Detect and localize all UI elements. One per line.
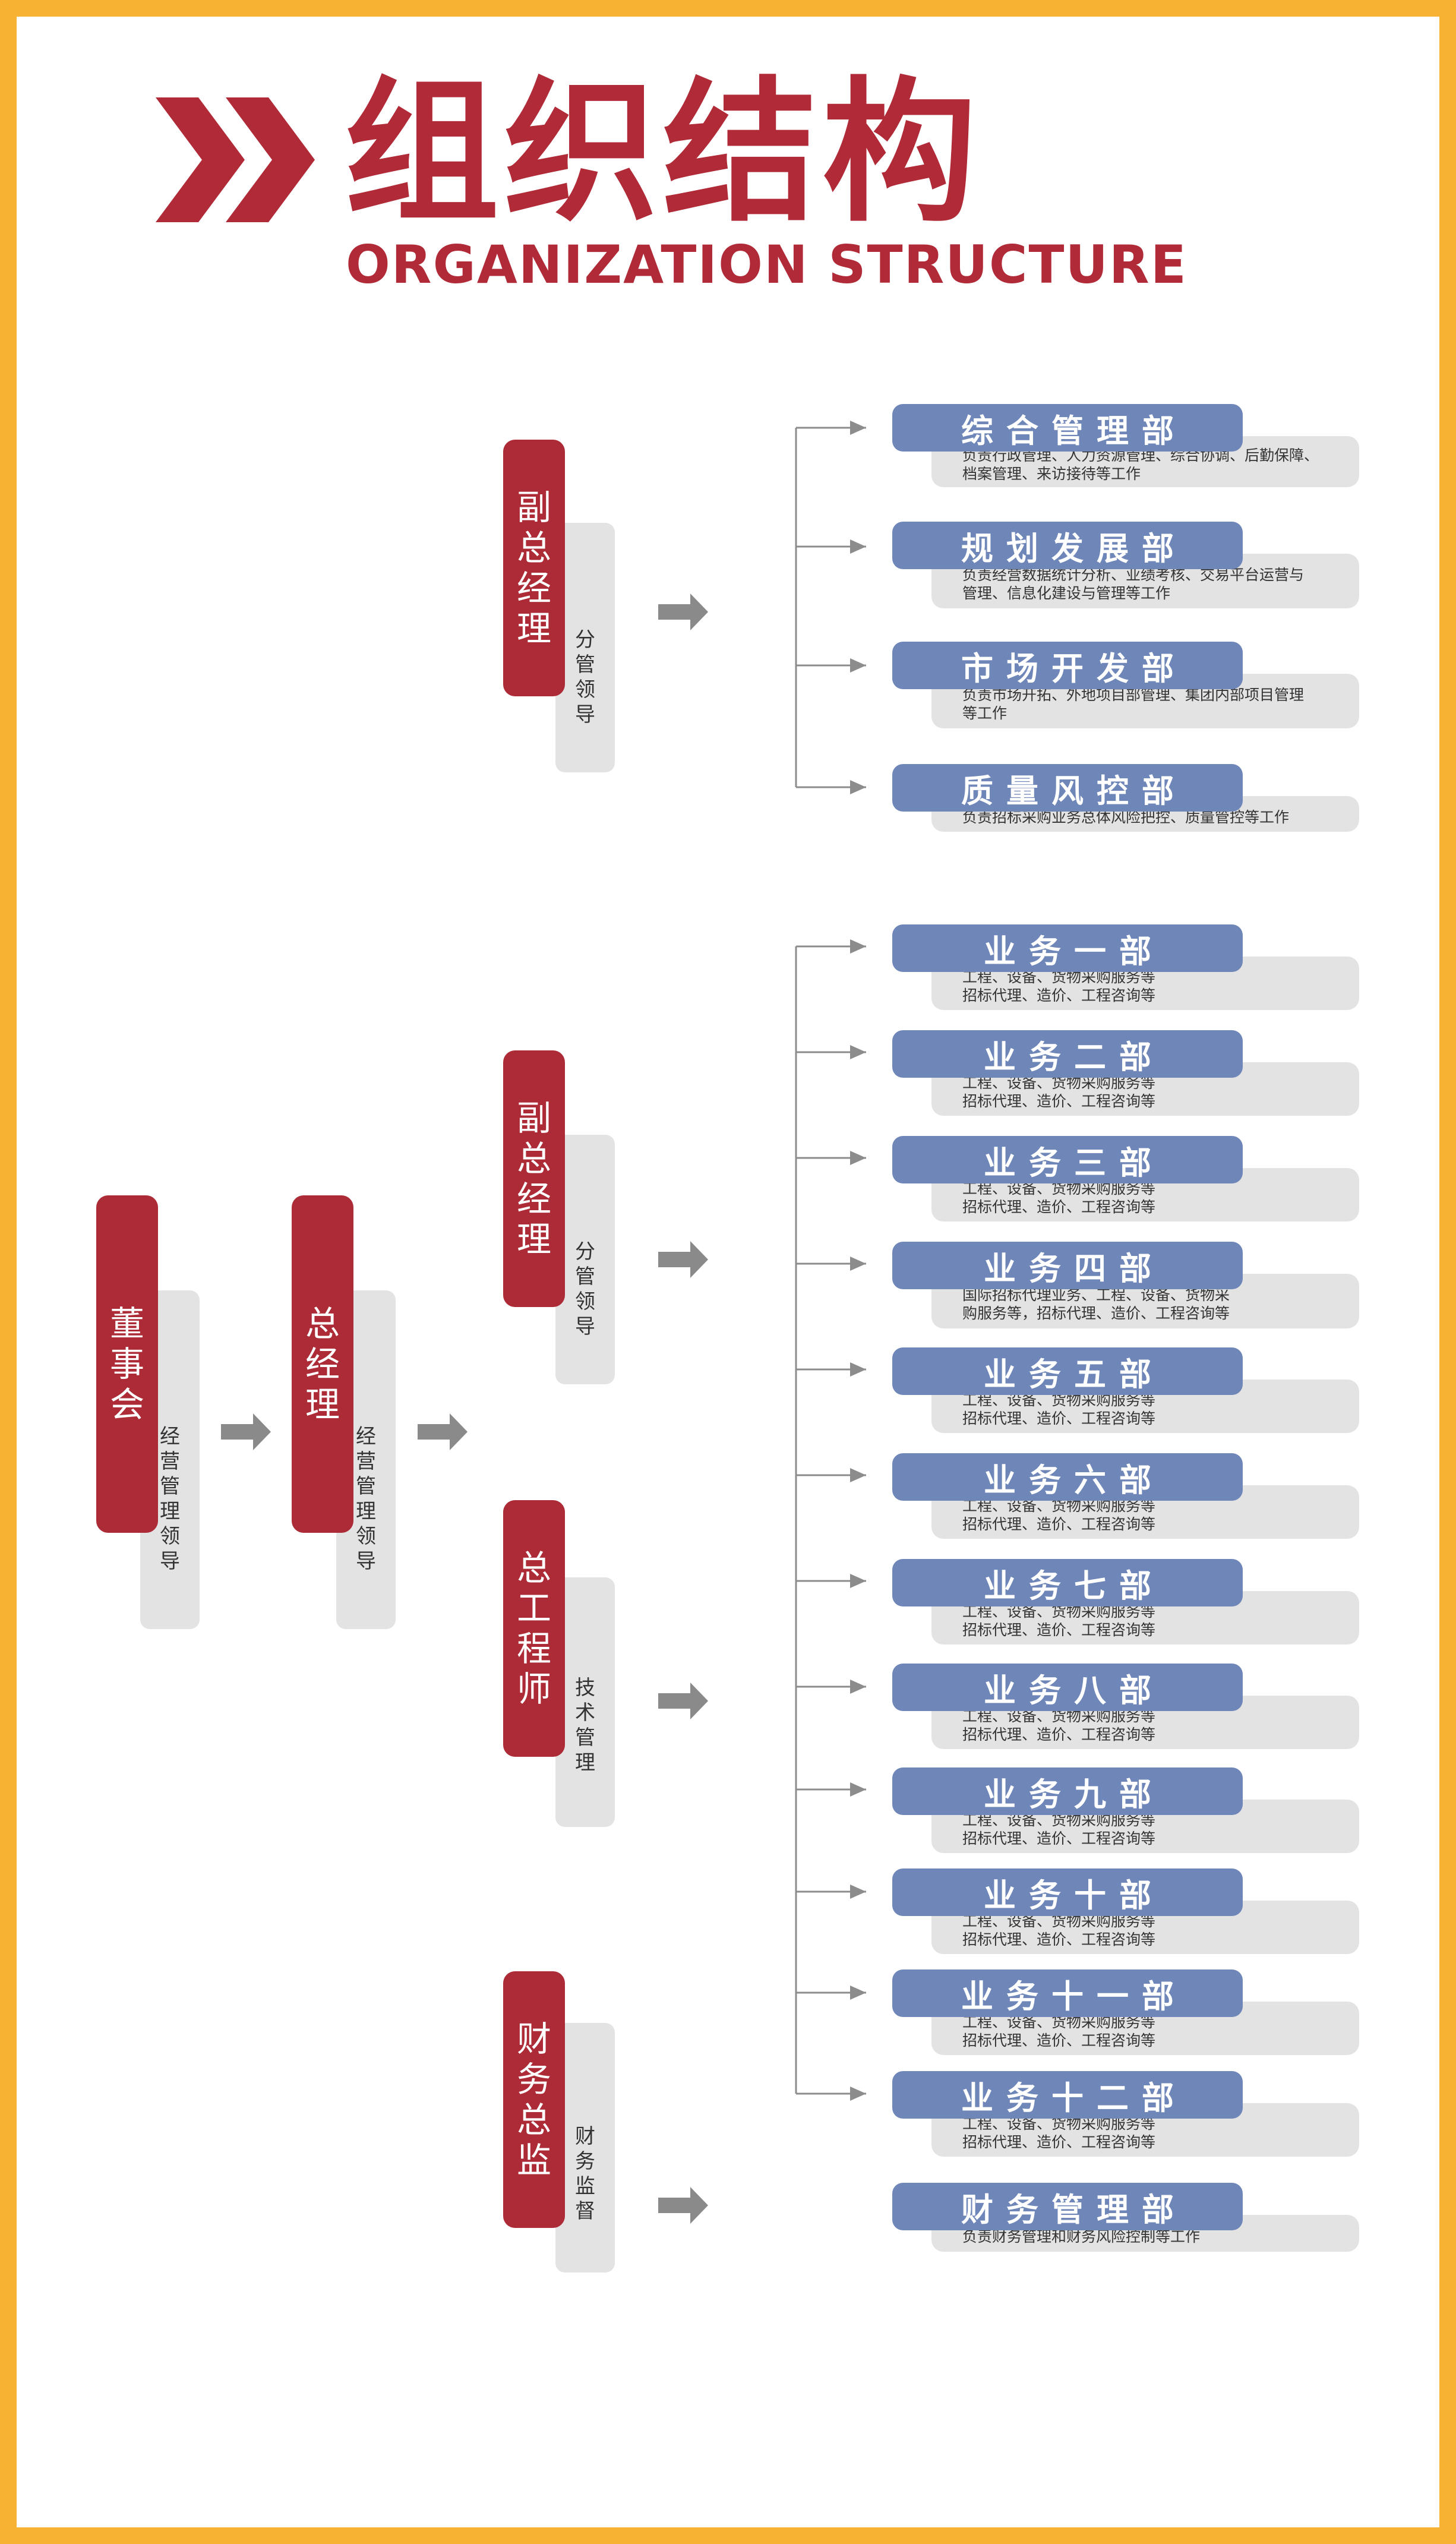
vgm1-name: 副总经理 — [517, 487, 552, 649]
dept-name: 业务四部 — [984, 1249, 1164, 1287]
dept-desc-line: 招标代理、造价、工程咨询等 — [962, 1198, 1156, 1216]
dept-desc: 工程、设备、货物采购服务等招标代理、造价、工程咨询等 — [962, 1179, 1155, 1216]
page-title: 组织结构 — [345, 64, 981, 243]
vgm1-duty-box: 分管领导 — [555, 523, 615, 772]
dept-desc-line: 等工作 — [962, 705, 1007, 722]
dept-desc: 工程、设备、货物采购服务等招标代理、造价、工程咨询等 — [962, 1602, 1155, 1639]
dept-desc-line: 招标代理、造价、工程咨询等 — [962, 2032, 1156, 2049]
dept-desc-line: 招标代理、造价、工程咨询等 — [962, 1931, 1156, 1948]
dept-name: 规划发展部 — [961, 529, 1187, 567]
chief-engineer-box: 总工程师 — [503, 1500, 565, 1757]
dept-name: 业务六部 — [984, 1461, 1164, 1499]
dept-name-box: 业务七部 — [892, 1559, 1243, 1606]
vgm2-box: 副总经理 — [503, 1050, 565, 1307]
dept-desc-line: 购服务等，招标代理、造价、工程咨询等 — [962, 1305, 1230, 1322]
dept-desc-box: 负责行政管理、人力资源管理、综合协调、后勤保障、档案管理、来访接待等工作 — [931, 436, 1359, 487]
board-name: 董事会 — [110, 1303, 145, 1425]
dept-name: 业务五部 — [984, 1355, 1164, 1393]
dept-name-box: 业务八部 — [892, 1664, 1243, 1711]
dept-name-box: 业务五部 — [892, 1347, 1243, 1395]
dept-name: 业务九部 — [984, 1775, 1164, 1813]
dept-name: 业务十部 — [984, 1876, 1164, 1914]
dept-desc-line: 招标代理、造价、工程咨询等 — [962, 1621, 1156, 1639]
dept-name: 业务七部 — [984, 1567, 1164, 1605]
dept-name: 市场开发部 — [961, 649, 1187, 687]
dept-desc-line: 招标代理、造价、工程咨询等 — [962, 2133, 1156, 2151]
dept-desc-line: 招标代理、造价、工程咨询等 — [962, 1410, 1156, 1427]
dept-desc: 工程、设备、货物采购服务等招标代理、造价、工程咨询等 — [962, 1912, 1155, 1949]
dept-desc: 工程、设备、货物采购服务等招标代理、造价、工程咨询等 — [962, 1811, 1155, 1848]
dept-desc-line: 管理、信息化建设与管理等工作 — [962, 585, 1171, 602]
dept-name-box: 业务二部 — [892, 1030, 1243, 1078]
dept-name: 业务一部 — [984, 932, 1164, 970]
vgm1-box: 副总经理 — [503, 440, 565, 696]
vgm2-name: 副总经理 — [517, 1098, 552, 1260]
gm-name: 总经理 — [305, 1303, 340, 1425]
dept-name: 业务十二部 — [961, 2079, 1187, 2117]
dept-name: 业务二部 — [984, 1038, 1164, 1076]
dept-name-box: 业务三部 — [892, 1136, 1243, 1183]
cfo-duty: 财务监督 — [575, 2125, 595, 2223]
dept-desc: 负责经营数据统计分析、业绩考核、交易平台运营与管理、信息化建设与管理等工作 — [962, 566, 1304, 602]
vgm1-duty: 分管领导 — [575, 628, 595, 727]
dept-name-box: 市场开发部 — [892, 642, 1243, 689]
gm-box: 总经理 — [292, 1195, 353, 1533]
chief-engineer-duty-box: 技术管理 — [555, 1577, 615, 1827]
chief-engineer-name: 总工程师 — [517, 1548, 552, 1709]
cfo-box: 财务总监 — [503, 1971, 565, 2228]
dept-desc-line: 招标代理、造价、工程咨询等 — [962, 1516, 1156, 1533]
dept-desc-line: 招标代理、造价、工程咨询等 — [962, 1830, 1156, 1847]
dept-name-box: 业务四部 — [892, 1242, 1243, 1289]
cfo-name: 财务总监 — [517, 2019, 552, 2180]
dept-name: 业务十一部 — [961, 1977, 1187, 2015]
dept-desc-line: 档案管理、来访接待等工作 — [962, 465, 1141, 482]
gm-duty: 经营管理领导 — [356, 1425, 376, 1573]
dept-name-box: 业务六部 — [892, 1453, 1243, 1501]
dept-name-box: 规划发展部 — [892, 522, 1243, 569]
vgm2-duty: 分管领导 — [575, 1240, 595, 1339]
dept-desc-box: 工程、设备、货物采购服务等招标代理、造价、工程咨询等 — [931, 1696, 1359, 1749]
dept-desc: 工程、设备、货物采购服务等招标代理、造价、工程咨询等 — [962, 2114, 1155, 2151]
dept-name-box: 综合管理部 — [892, 404, 1243, 452]
dept-name-box: 业务十部 — [892, 1868, 1243, 1916]
dept-desc: 负责市场开拓、外地项目部管理、集团内部项目管理等工作 — [962, 686, 1304, 722]
dept-desc-line: 招标代理、造价、工程咨询等 — [962, 987, 1156, 1004]
dept-desc-line: 招标代理、造价、工程咨询等 — [962, 1726, 1156, 1743]
dept-name-box: 质量风控部 — [892, 764, 1243, 812]
dept-desc: 工程、设备、货物采购服务等招标代理、造价、工程咨询等 — [962, 1391, 1155, 1428]
dept-name-box: 业务十一部 — [892, 1969, 1243, 2017]
page-subtitle: ORGANIZATION STRUCTURE — [346, 234, 1187, 295]
dept-desc: 工程、设备、货物采购服务等招标代理、造价、工程咨询等 — [962, 968, 1155, 1005]
board-duty: 经营管理领导 — [160, 1425, 180, 1573]
dept-name: 财务管理部 — [961, 2191, 1187, 2229]
chief-engineer-duty: 技术管理 — [575, 1676, 595, 1775]
dept-name-box: 业务十二部 — [892, 2071, 1243, 2119]
dept-desc: 工程、设备、货物采购服务等招标代理、造价、工程咨询等 — [962, 2013, 1155, 2050]
dept-desc-line: 负责财务管理和财务风险控制等工作 — [962, 2227, 1201, 2245]
dept-name-box: 业务一部 — [892, 924, 1243, 972]
double-chevron-icon — [156, 97, 315, 222]
dept-desc-box: 负责财务管理和财务风险控制等工作 — [931, 2215, 1359, 2252]
dept-desc-line: 招标代理、造价、工程咨询等 — [962, 1093, 1156, 1110]
dept-name-box: 业务九部 — [892, 1767, 1243, 1815]
dept-desc: 国际招标代理业务、工程、设备、货物采购服务等，招标代理、造价、工程咨询等 — [962, 1286, 1230, 1322]
vgm2-duty-box: 分管领导 — [555, 1135, 615, 1384]
board-box: 董事会 — [96, 1195, 158, 1533]
dept-desc: 工程、设备、货物采购服务等招标代理、造价、工程咨询等 — [962, 1497, 1155, 1533]
dept-name: 质量风控部 — [961, 772, 1187, 810]
cfo-duty-box: 财务监督 — [555, 2023, 615, 2272]
dept-name: 业务八部 — [984, 1671, 1164, 1709]
dept-desc: 工程、设备、货物采购服务等招标代理、造价、工程咨询等 — [962, 1074, 1155, 1110]
dept-desc: 负责行政管理、人力资源管理、综合协调、后勤保障、档案管理、来访接待等工作 — [962, 446, 1319, 483]
dept-name: 业务三部 — [984, 1144, 1164, 1182]
dept-name: 综合管理部 — [961, 412, 1187, 450]
dept-desc: 负责财务管理和财务风险控制等工作 — [962, 2227, 1200, 2246]
dept-name-box: 财务管理部 — [892, 2183, 1243, 2230]
dept-desc: 工程、设备、货物采购服务等招标代理、造价、工程咨询等 — [962, 1707, 1155, 1744]
